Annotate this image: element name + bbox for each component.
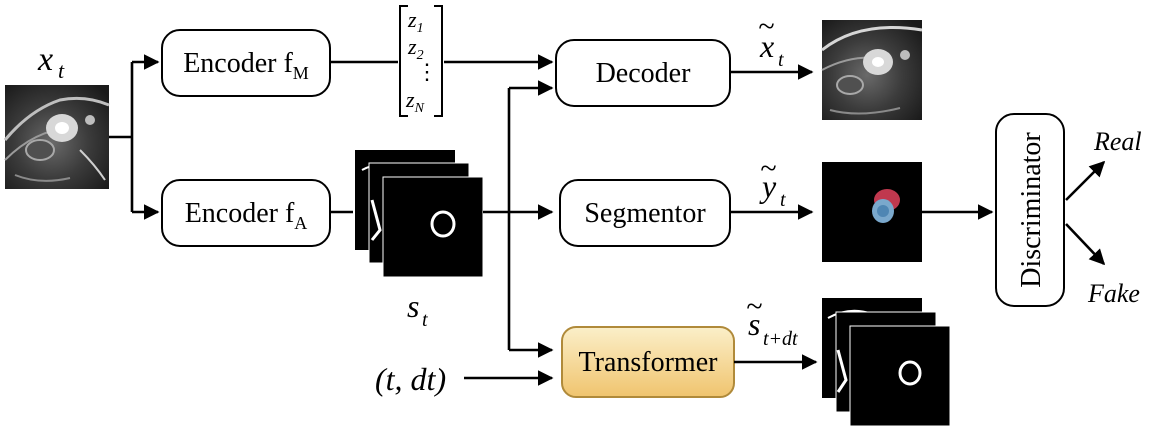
real-label: Real	[1093, 127, 1142, 156]
svg-text:~: ~	[760, 152, 776, 185]
edges-anatomy	[330, 80, 554, 358]
encoder-m-sub: M	[293, 63, 309, 83]
edges-input	[109, 54, 160, 220]
svg-text:~: ~	[746, 290, 762, 323]
s-tilde-label: ~ s t+dt	[746, 290, 798, 350]
decoder-block: Decoder	[555, 39, 731, 107]
svg-text:t+dt: t+dt	[763, 328, 798, 350]
svg-text:t: t	[58, 58, 65, 83]
y-tilde-label: ~ y t	[759, 152, 786, 211]
discriminator-block: Discriminator	[995, 113, 1065, 307]
encoder-a-sub: A	[294, 213, 307, 233]
segmentor-label: Segmentor	[584, 198, 706, 229]
segmentor-block: Segmentor	[559, 179, 731, 247]
x-tilde-label: ~ x t	[758, 10, 784, 71]
svg-text:z2: z2	[407, 34, 424, 63]
encoder-a-label: Encoder f	[185, 198, 295, 229]
svg-text:x: x	[759, 28, 774, 64]
encoder-m-label: Encoder f	[183, 48, 293, 79]
segmentation-mask-image	[822, 162, 922, 262]
encoder-m-block: Encoder fM	[161, 29, 331, 97]
svg-text:Encoder fA: Encoder fA	[185, 198, 308, 233]
reconstructed-mri-image	[821, 20, 923, 120]
input-mri-image	[3, 85, 110, 189]
discriminator-label: Discriminator	[1016, 132, 1047, 288]
s-t-label: s t	[407, 288, 428, 331]
svg-text:x: x	[37, 41, 53, 78]
svg-text:y: y	[759, 168, 777, 204]
decoder-label: Decoder	[596, 58, 692, 89]
svg-text:zN: zN	[405, 87, 425, 116]
encoder-a-block: Encoder fA	[161, 179, 331, 247]
svg-text:s: s	[407, 288, 419, 324]
svg-text:t: t	[780, 189, 786, 211]
anatomy-stack-s-t	[355, 150, 484, 278]
edges-discriminator-out	[1065, 160, 1106, 266]
predicted-anatomy-stack	[822, 298, 951, 427]
time-input-label: (t, dt)	[375, 361, 446, 397]
input-x-t-label: x t	[37, 41, 65, 83]
svg-text:z1: z1	[407, 7, 424, 36]
transformer-label: Transformer	[579, 347, 719, 378]
svg-text:⋮: ⋮	[416, 59, 438, 84]
svg-text:t: t	[422, 309, 428, 331]
latent-vector: z1 z2 ⋮ zN	[399, 5, 443, 117]
svg-text:t: t	[778, 49, 784, 71]
svg-text:Encoder fM: Encoder fM	[183, 48, 309, 83]
svg-text:s: s	[748, 306, 760, 342]
svg-text:~: ~	[758, 10, 774, 43]
fake-label: Fake	[1087, 279, 1140, 308]
svg-text:(t, dt): (t, dt)	[375, 361, 446, 397]
transformer-block: Transformer	[561, 326, 735, 398]
